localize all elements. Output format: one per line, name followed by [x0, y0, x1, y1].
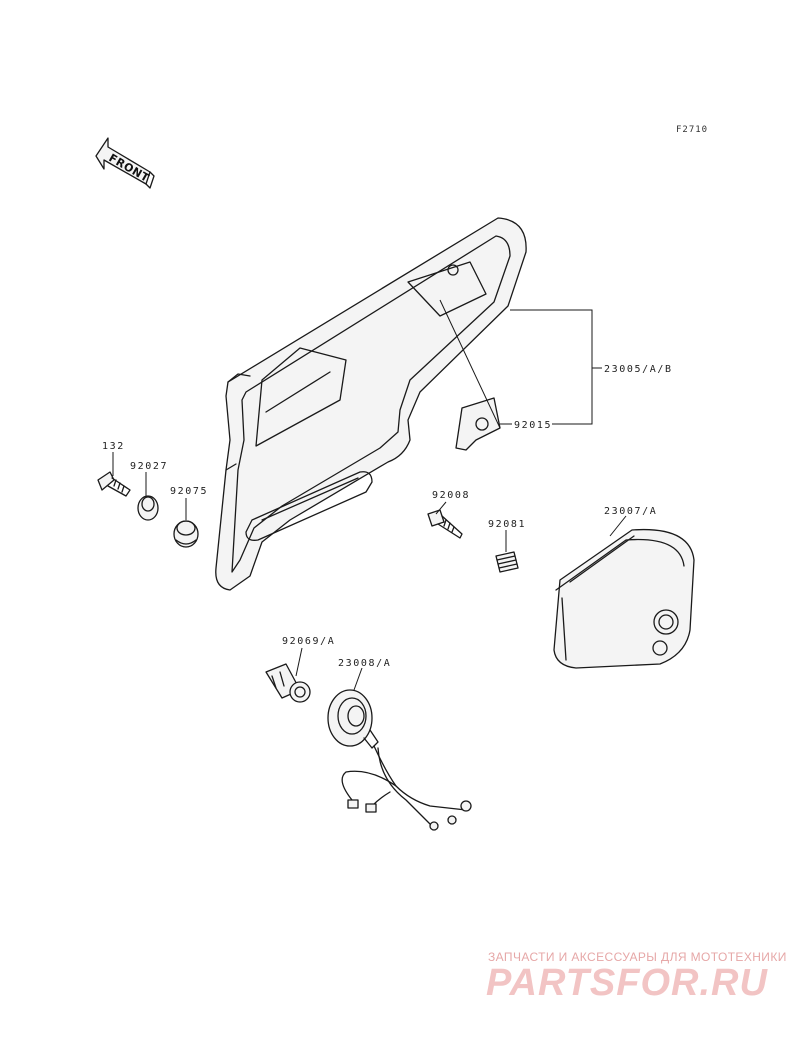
- bulb-92069-part: [265, 663, 311, 703]
- label-23005: 23005/A/B: [604, 364, 673, 375]
- side-cover-part: [215, 217, 527, 591]
- socket-harness-part: [327, 689, 472, 831]
- figure-id: F2710: [676, 125, 708, 135]
- leader-lines: [112, 309, 627, 691]
- label-23008: 23008/A: [338, 658, 391, 669]
- watermark-logo: PARTSFOR.RU: [486, 962, 768, 1004]
- label-132: 132: [102, 441, 125, 452]
- taillight-lens-part: [553, 528, 695, 669]
- collar-92027-part: [137, 495, 159, 521]
- label-92008: 92008: [432, 490, 470, 501]
- label-92027: 92027: [130, 461, 168, 472]
- label-92015: 92015: [514, 420, 552, 431]
- bolt-132-part: [97, 471, 131, 497]
- grommet-92075-part: [173, 520, 199, 548]
- spring-92081-part: [495, 551, 519, 573]
- label-92069: 92069/A: [282, 636, 335, 647]
- watermark-tagline: ЗАПЧАСТИ И АКСЕССУАРЫ ДЛЯ МОТОТЕХНИКИ: [488, 950, 787, 964]
- label-92075: 92075: [170, 486, 208, 497]
- front-label: FRONT: [107, 151, 152, 185]
- screw-92008-part: [427, 509, 463, 539]
- bracket-part: [439, 299, 501, 451]
- front-arrow-icon: FRONT: [95, 137, 155, 189]
- label-23007: 23007/A: [604, 506, 657, 517]
- label-92081: 92081: [488, 519, 526, 530]
